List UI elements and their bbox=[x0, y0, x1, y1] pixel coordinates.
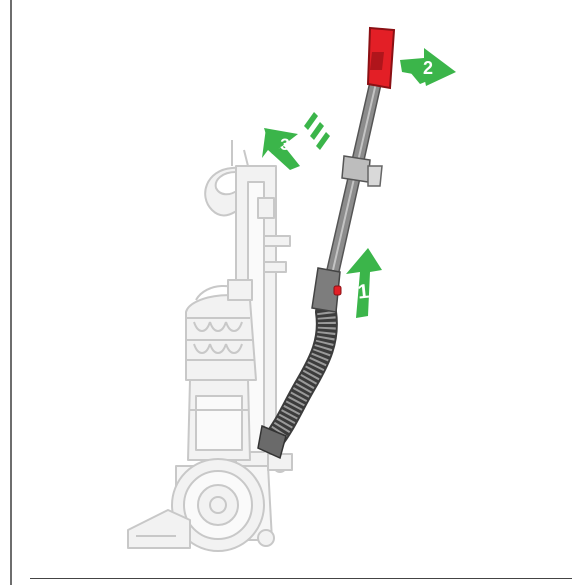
step-2-number: 2 bbox=[423, 58, 433, 78]
step-2-arrow: 2 bbox=[400, 48, 456, 86]
speed-line bbox=[310, 122, 324, 140]
speed-line bbox=[304, 112, 318, 130]
red-tool-icon bbox=[368, 28, 394, 88]
upright-vacuum-icon bbox=[128, 140, 292, 551]
step-1-number: 1 bbox=[357, 281, 370, 304]
step-3-number: 3 bbox=[280, 135, 289, 154]
step-3-arrow: 3 bbox=[262, 112, 330, 170]
step-1-arrow: 1 bbox=[346, 248, 382, 318]
speed-line bbox=[316, 132, 330, 150]
wand-handle-icon bbox=[312, 60, 386, 312]
